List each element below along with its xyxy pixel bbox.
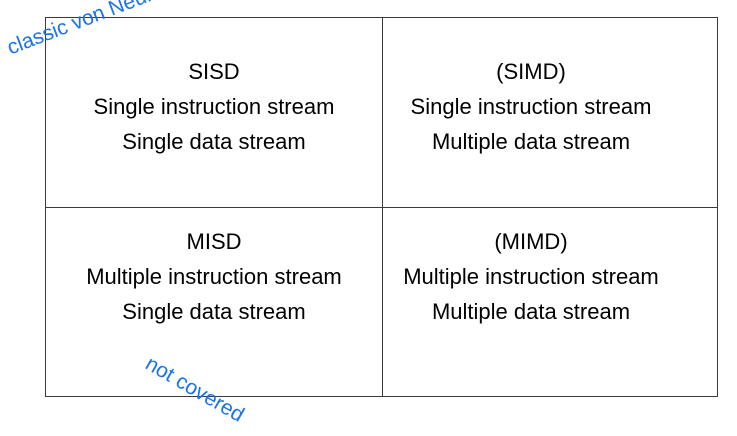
cell-mimd: (MIMD) Multiple instruction stream Multi…	[383, 224, 679, 329]
cell-instruction-stream: Single instruction stream	[93, 94, 335, 119]
cell-misd: MISD Multiple instruction stream Single …	[46, 224, 402, 329]
cell-instruction-stream: Single instruction stream	[410, 94, 652, 119]
cell-title: (SIMD)	[496, 59, 566, 84]
cell-data-stream: Multiple data stream	[431, 299, 631, 324]
cell-title: SISD	[188, 59, 240, 84]
flynn-taxonomy-grid	[45, 17, 718, 397]
cell-instruction-stream: Multiple instruction stream	[86, 264, 342, 289]
cell-data-stream: Single data stream	[122, 129, 306, 154]
cell-simd: (SIMD) Single instruction stream Multipl…	[383, 54, 679, 159]
cell-data-stream: Multiple data stream	[431, 129, 631, 154]
cell-title: (MIMD)	[494, 229, 568, 254]
cell-title: MISD	[186, 229, 242, 254]
cell-sisd: SISD Single instruction stream Single da…	[46, 54, 382, 159]
horizontal-divider	[46, 207, 717, 208]
cell-instruction-stream: Multiple instruction stream	[403, 264, 659, 289]
cell-data-stream: Single data stream	[122, 299, 306, 324]
